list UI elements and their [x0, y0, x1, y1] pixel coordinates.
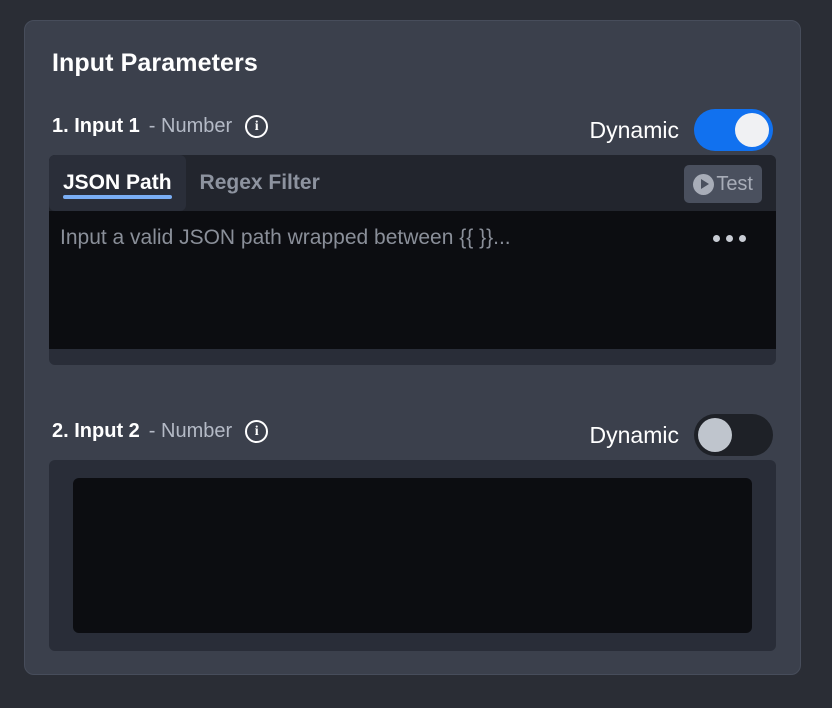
panel-spacer [49, 349, 776, 365]
json-path-placeholder: Input a valid JSON path wrapped between … [60, 226, 511, 249]
tab-json-path-label: JSON Path [63, 171, 172, 194]
parameter-type-2: - Number [148, 420, 233, 442]
tab-regex-filter[interactable]: Regex Filter [186, 155, 334, 211]
json-path-editor[interactable]: Input a valid JSON path wrapped between … [49, 211, 776, 349]
parameter-block-1: 1. Input 1 - Number i Dynamic JSON Path … [25, 107, 800, 365]
tab-active-underline [63, 195, 172, 199]
dynamic-label-2: Dynamic [589, 421, 679, 448]
parameter-name-2: 2. Input 2 [52, 420, 140, 442]
parameter-block-2: 2. Input 2 - Number i Dynamic [25, 412, 800, 651]
test-button[interactable]: Test [684, 165, 762, 203]
parameter-label-2: 2. Input 2 - Number i [52, 420, 269, 443]
dynamic-label-1: Dynamic [589, 116, 679, 143]
tab-regex-filter-label: Regex Filter [199, 171, 320, 194]
parameter-header-1: 1. Input 1 - Number i Dynamic [52, 107, 773, 155]
parameter-name-1: 1. Input 1 [52, 115, 140, 137]
dynamic-control-1: Dynamic [590, 109, 773, 151]
toggle-knob [698, 418, 732, 452]
parameter-header-2: 2. Input 2 - Number i Dynamic [52, 412, 773, 460]
info-icon[interactable]: i [245, 115, 269, 138]
parameter-panel-2 [49, 460, 776, 651]
more-options-icon[interactable] [713, 235, 746, 242]
input-parameters-card: Input Parameters 1. Input 1 - Number i D… [24, 20, 801, 675]
dynamic-toggle-1[interactable] [694, 109, 773, 151]
parameter-label-1: 1. Input 1 - Number i [52, 115, 269, 138]
parameter-panel-1: JSON Path Regex Filter Test Input a vali… [49, 155, 776, 365]
dynamic-toggle-2[interactable] [694, 414, 773, 456]
value-editor-2[interactable] [73, 478, 752, 633]
dynamic-control-2: Dynamic [590, 414, 773, 456]
test-button-label: Test [716, 172, 753, 195]
page-title: Input Parameters [52, 49, 258, 77]
toggle-knob [735, 113, 769, 147]
play-circle-icon [693, 173, 715, 195]
parameter-type-1: - Number [148, 115, 233, 137]
info-icon[interactable]: i [245, 420, 269, 443]
tab-bar-1: JSON Path Regex Filter Test [49, 155, 776, 211]
tab-json-path[interactable]: JSON Path [49, 155, 186, 211]
